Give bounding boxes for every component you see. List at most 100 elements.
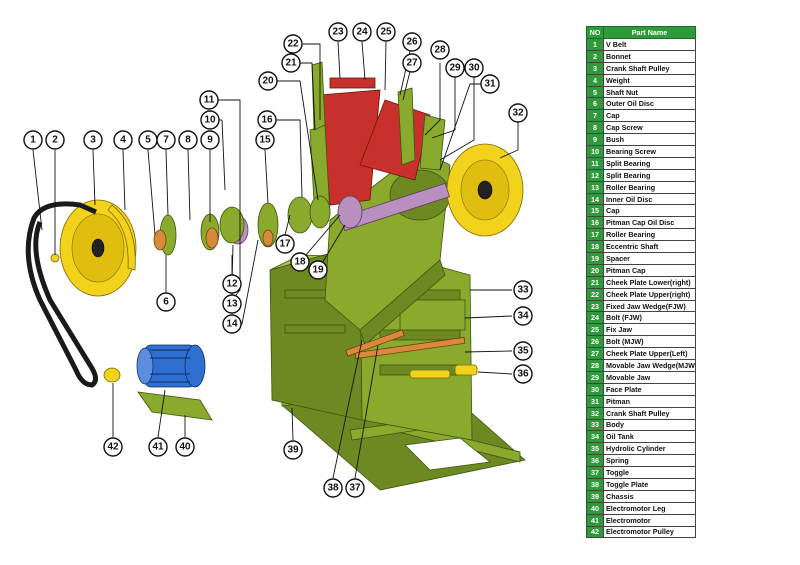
svg-text:24: 24 bbox=[356, 27, 368, 38]
svg-text:3: 3 bbox=[90, 135, 96, 146]
part-number: 18 bbox=[586, 240, 604, 254]
part-number: 38 bbox=[586, 477, 604, 491]
svg-text:21: 21 bbox=[285, 58, 297, 69]
callout-7: 7 bbox=[156, 130, 176, 150]
svg-text:23: 23 bbox=[332, 27, 344, 38]
part-number: 35 bbox=[586, 442, 604, 456]
part-name: Crank Shaft Pulley bbox=[603, 61, 696, 75]
callout-36: 36 bbox=[513, 364, 533, 384]
callout-13: 13 bbox=[222, 294, 242, 314]
svg-text:33: 33 bbox=[517, 285, 529, 296]
callout-28: 28 bbox=[430, 40, 450, 60]
part-name: Toggle Plate bbox=[603, 477, 696, 491]
callout-20: 20 bbox=[258, 71, 278, 91]
svg-text:2: 2 bbox=[52, 135, 58, 146]
callout-18: 18 bbox=[290, 252, 310, 272]
part-name: Roller Bearing bbox=[603, 228, 696, 242]
part-name: V Belt bbox=[603, 38, 696, 51]
callout-4: 4 bbox=[113, 130, 133, 150]
cheek-plate-upper-right bbox=[311, 61, 326, 131]
part-name: Split Bearing bbox=[603, 156, 696, 170]
electromotor-pulley bbox=[103, 367, 121, 383]
part-name: Cap Screw bbox=[603, 121, 696, 135]
part-name: Bush bbox=[603, 133, 696, 147]
cheek-plate-upper-left bbox=[397, 87, 416, 166]
part-number: 33 bbox=[586, 418, 604, 432]
part-name: Chassis bbox=[603, 489, 696, 503]
exploded-diagram: 1 2 3 4 5 6 7 8 9 10 11 12 13 14 15 16 1… bbox=[23, 22, 533, 498]
callout-27: 27 bbox=[402, 53, 422, 73]
part-number: 25 bbox=[586, 323, 604, 337]
part-name: Fixed Jaw Wedge(FJW) bbox=[603, 299, 696, 313]
part-number: 2 bbox=[586, 49, 604, 63]
svg-text:8: 8 bbox=[185, 135, 191, 146]
callout-17: 17 bbox=[275, 234, 295, 254]
part-number: 10 bbox=[586, 145, 604, 158]
svg-text:4: 4 bbox=[120, 135, 126, 146]
part-number: 29 bbox=[586, 370, 604, 384]
svg-text:12: 12 bbox=[226, 279, 238, 290]
callout-21: 21 bbox=[281, 53, 301, 73]
callout-19: 19 bbox=[308, 260, 328, 280]
svg-text:22: 22 bbox=[287, 39, 299, 50]
part-number: 12 bbox=[586, 168, 604, 182]
svg-text:37: 37 bbox=[349, 483, 361, 494]
part-number: 17 bbox=[586, 228, 604, 242]
part-number: 40 bbox=[586, 501, 604, 515]
svg-text:13: 13 bbox=[226, 299, 238, 310]
part-name: Bonnet bbox=[603, 49, 696, 63]
callout-3: 3 bbox=[83, 130, 103, 150]
parts-table-header: NO Part Name bbox=[586, 26, 696, 39]
bonnet bbox=[50, 253, 60, 263]
svg-text:35: 35 bbox=[517, 346, 529, 357]
part-name: Bolt (MJW) bbox=[603, 335, 696, 349]
part-number: 19 bbox=[586, 252, 604, 265]
part-name: Weight bbox=[603, 73, 696, 87]
crank-shaft-pulley-left bbox=[59, 199, 137, 297]
part-number: 14 bbox=[586, 192, 604, 206]
svg-text:34: 34 bbox=[517, 311, 529, 322]
callout-1: 1 bbox=[23, 130, 43, 150]
callout-11: 11 bbox=[199, 90, 219, 110]
svg-text:41: 41 bbox=[152, 442, 164, 453]
crank-shaft-pulley-right bbox=[446, 143, 524, 237]
callout-34: 34 bbox=[513, 306, 533, 326]
callout-10: 10 bbox=[200, 110, 220, 130]
part-name: Split Bearing bbox=[603, 168, 696, 182]
part-name: Shaft Nut bbox=[603, 85, 696, 99]
part-name: Toggle bbox=[603, 466, 696, 479]
part-name: Hydrolic Cylinder bbox=[603, 442, 696, 456]
part-number: 11 bbox=[586, 156, 604, 170]
callout-30: 30 bbox=[464, 58, 484, 78]
part-number: 9 bbox=[586, 133, 604, 147]
part-name: Spring bbox=[603, 454, 696, 468]
callout-16: 16 bbox=[257, 110, 277, 130]
header-no: NO bbox=[586, 26, 604, 39]
callout-38: 38 bbox=[323, 478, 343, 498]
svg-text:38: 38 bbox=[327, 483, 339, 494]
callout-12: 12 bbox=[222, 274, 242, 294]
part-name: Roller Bearing bbox=[603, 180, 696, 194]
part-name: Cap bbox=[603, 109, 696, 123]
